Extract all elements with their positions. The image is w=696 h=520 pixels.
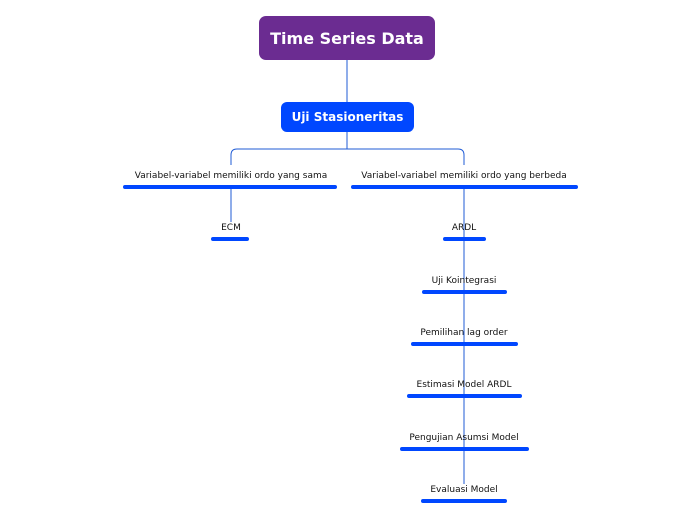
branch-node-ordo-berbeda[interactable] [351, 185, 578, 189]
node-label-uji-kointegrasi: Uji Kointegrasi [431, 276, 497, 286]
node-pemilihan-lag-order[interactable] [411, 342, 518, 346]
node-label-estimasi-model-ardl: Estimasi Model ARDL [416, 380, 512, 390]
node-label-ecm: ECM [221, 223, 241, 233]
node-ardl[interactable] [443, 237, 486, 241]
branch-node-ordo-sama[interactable] [123, 185, 337, 189]
node-evaluasi-model[interactable] [421, 499, 507, 503]
node-uji-kointegrasi[interactable] [422, 290, 507, 294]
node-ecm[interactable] [211, 237, 249, 241]
node-pengujian-asumsi-model[interactable] [400, 447, 529, 451]
root-node-time-series-data[interactable]: Time Series Data [259, 16, 435, 60]
branch-label-ordo-sama: Variabel-variabel memiliki ordo yang sam… [134, 171, 328, 181]
node-label-evaluasi-model: Evaluasi Model [430, 485, 498, 495]
node-estimasi-model-ardl[interactable] [407, 394, 522, 398]
connector-branches [230, 148, 465, 165]
branch-label-ordo-berbeda: Variabel-variabel memiliki ordo yang ber… [361, 171, 567, 181]
node-label-ardl: ARDL [451, 223, 477, 233]
node-label-pengujian-asumsi-model: Pengujian Asumsi Model [409, 433, 519, 443]
node-label-pemilihan-lag-order: Pemilihan lag order [420, 328, 508, 338]
main-node-uji-stasioneritas[interactable]: Uji Stasioneritas [281, 102, 414, 132]
